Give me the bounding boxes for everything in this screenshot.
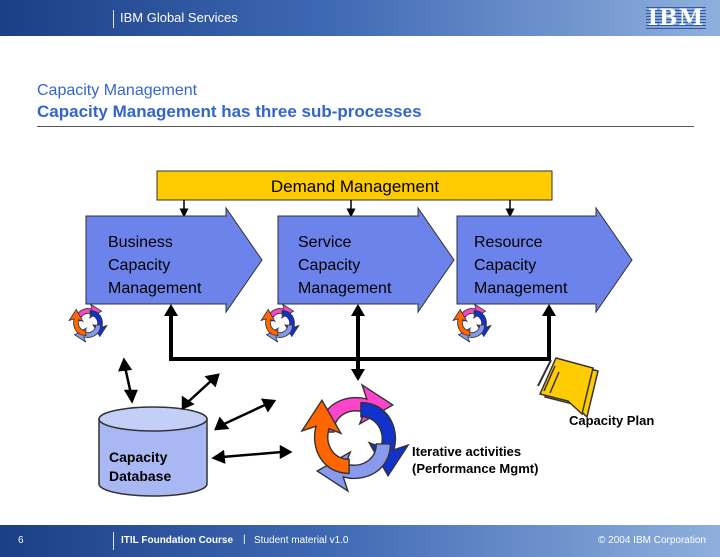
demand-management-label: Demand Management: [271, 177, 439, 196]
service-line2: Capacity: [298, 257, 360, 274]
capacity-plan-label: Capacity Plan: [569, 413, 654, 428]
capacity-database-cylinder: [98, 418, 208, 497]
company-name: IBM Global Services: [120, 10, 238, 25]
iterative-cycle-icon: [300, 383, 410, 493]
header-separator: [113, 10, 114, 28]
database-line1: Capacity: [109, 449, 168, 465]
ibm-logo: IBM: [645, 5, 706, 31]
connector-arrowhead-service: [351, 304, 365, 316]
capacity-plan-document-icon: [537, 357, 599, 419]
connector-arrowhead-resource: [542, 304, 556, 316]
footer-pipe: |: [243, 534, 246, 545]
resource-capacity-arrow: [456, 206, 633, 314]
page-number: 6: [18, 535, 24, 546]
resource-line3: Management: [474, 280, 568, 297]
copyright: © 2004 IBM Corporation: [598, 535, 706, 546]
capacity-database-top: [98, 406, 208, 432]
footer-separator: [113, 532, 114, 550]
cycle-icon-business: [68, 303, 108, 343]
business-line3: Management: [108, 280, 202, 297]
iterative-line2: (Performance Mgmt): [412, 461, 538, 476]
iterative-line1: Iterative activities: [412, 444, 521, 459]
db-arrow-iterative-lower: [221, 450, 283, 459]
slide-title: Capacity Management: [37, 82, 198, 99]
db-arrow-business: [123, 366, 133, 395]
db-arrow-iterative-upper: [223, 402, 268, 426]
business-line2: Capacity: [108, 257, 170, 274]
db-arrow-service: [187, 379, 213, 403]
course-name: ITIL Foundation Course: [121, 535, 234, 546]
business-line1: Business: [108, 234, 173, 251]
slide-subtitle: Capacity Management has three sub-proces…: [37, 102, 422, 121]
service-line1: Service: [298, 234, 351, 251]
resource-line1: Resource: [474, 234, 543, 251]
connector-arrowhead-business: [164, 304, 178, 316]
title-rule: [37, 126, 694, 127]
demand-management-box: [156, 170, 553, 201]
header-bar: IBM Global Services IBM: [0, 0, 720, 36]
service-line3: Management: [298, 280, 392, 297]
resource-line2: Capacity: [474, 257, 536, 274]
footer-bar: 6 ITIL Foundation Course | Student mater…: [0, 525, 720, 557]
business-capacity-arrow: [85, 206, 263, 314]
service-capacity-arrow: [277, 206, 455, 314]
cycle-icon-service: [260, 303, 300, 343]
database-line2: Database: [109, 468, 171, 484]
connector-arrowhead-iterative: [351, 369, 365, 381]
material-version: Student material v1.0: [254, 535, 349, 546]
cycle-icon-resource: [452, 303, 492, 343]
